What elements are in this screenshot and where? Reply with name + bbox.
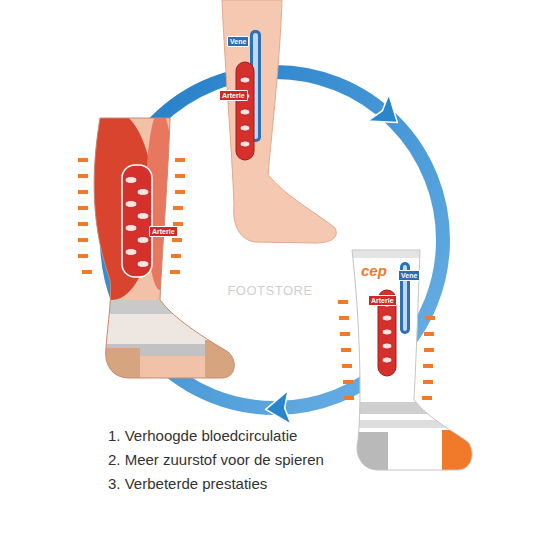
compression-mark [171,254,181,258]
blood-cell [137,213,149,220]
sock-band [80,300,250,314]
vessel-tag: Arterie [368,295,397,306]
blood-cell [125,249,137,256]
compression-mark [423,380,433,384]
blood-cell [125,225,137,232]
blood-cell [240,125,250,131]
sock-band [80,314,250,344]
blood-cell [382,357,392,363]
compression-mark [78,158,88,162]
sock-detail [340,250,487,477]
vessel-name: Arterie [222,91,245,100]
compression-mark [175,158,185,162]
compression-marks [338,300,435,400]
vessel-tag: Vene [398,270,420,281]
compression-mark [424,332,434,336]
compression-mark [340,332,350,336]
artery-tube [122,165,152,277]
compression-mark [338,300,348,304]
compression-mark [173,206,183,210]
compression-mark [78,206,88,210]
bare-leg [222,0,336,243]
blood-cell [382,329,392,335]
benefit-item: 1. Verhoogde bloedcirculatie [108,427,297,445]
vessel-tag: Arterie [219,90,248,101]
compression-mark [170,270,180,274]
vessel-name: Arterie [371,296,394,305]
compression-mark [175,190,185,194]
leg-outline [94,118,234,378]
compression-mark [341,348,351,352]
blood-cell [240,77,250,83]
compression-mark [78,238,88,242]
blood-cell [137,237,149,244]
cycle-arrowhead [368,94,408,136]
brand-logo: cep [361,262,387,280]
compression-mark [78,222,88,226]
blood-cell [137,261,149,268]
vessel-name: Arterie [152,227,175,236]
compression-mark [175,174,185,178]
blood-cell [125,201,137,208]
compression-mark [172,238,182,242]
compression-marks [78,158,185,274]
compression-mark [343,380,353,384]
sock-cuff [340,250,430,258]
compression-mark [342,364,352,368]
compression-mark [425,316,435,320]
compression-mark [78,190,88,194]
leg-detail [70,110,250,388]
blood-cell [125,177,137,184]
calf-muscle [70,110,154,300]
compression-mark [78,254,88,258]
cycle-arrowhead [264,390,291,426]
compression-mark [82,270,92,274]
blood-cell [240,109,250,115]
vessel-tag: Arterie [149,226,178,237]
benefit-item: 2. Meer zuurstof voor de spieren [108,451,324,469]
blood-cell [382,315,392,321]
vessel-name: Vene [401,271,417,280]
compression-mark [78,174,88,178]
compression-mark [422,396,432,400]
benefit-item: 3. Verbeterde prestaties [108,475,267,493]
compression-mark [424,348,434,352]
sock-band [340,420,480,428]
compression-mark [423,364,433,368]
sock-band [340,402,480,414]
compression-mark [339,316,349,320]
blood-cell [137,189,149,196]
watermark: FOOTSTORE [227,283,312,299]
blood-cell [240,141,250,147]
artery-tube [236,62,254,160]
blood-cell [382,343,392,349]
vessel-name: Vene [230,37,246,46]
sock-outline [352,250,472,470]
compression-mark [344,396,354,400]
vessel-tag: Vene [227,36,249,47]
